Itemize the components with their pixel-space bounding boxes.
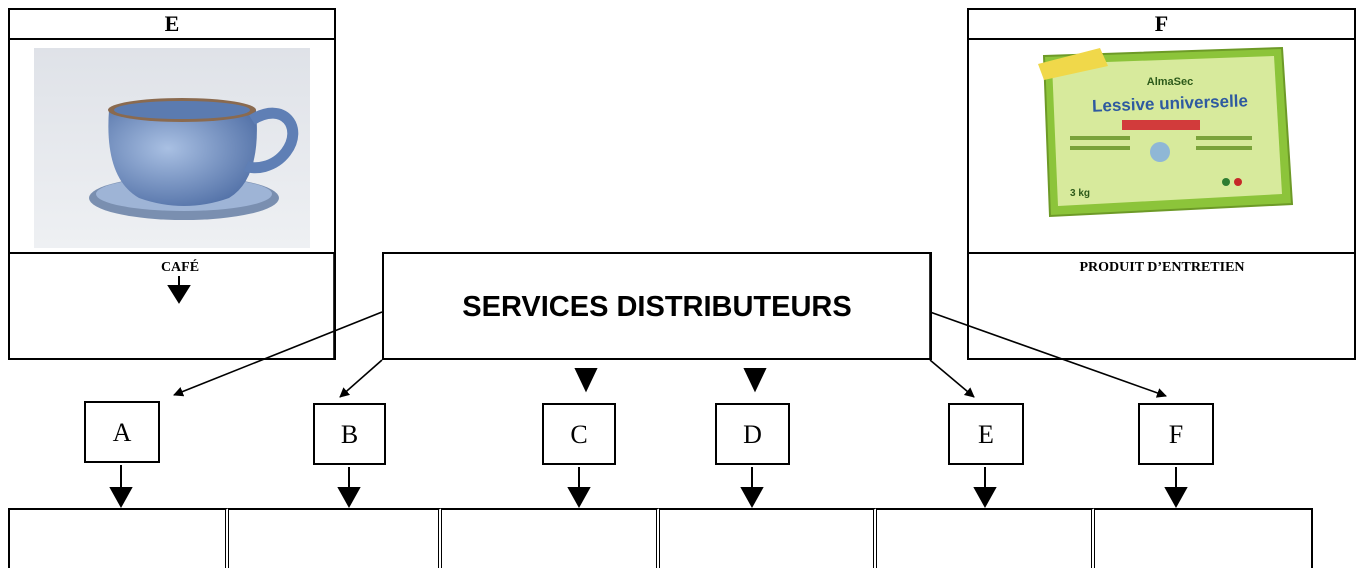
coffee-cup-image <box>34 48 310 248</box>
right-panel-caption: PRODUIT D’ENTRETIEN <box>1079 260 1245 275</box>
box-d: D <box>715 403 790 465</box>
bottom-box-1 <box>8 508 229 568</box>
coffee-cup-icon <box>34 48 310 248</box>
detergent-package-image: AlmaSec Lessive universelle 3 kg <box>1030 44 1300 220</box>
arrow-to-b <box>339 359 383 398</box>
arrow-b-down <box>337 487 361 509</box>
arrow-a-down <box>109 487 133 509</box>
left-panel-header: E <box>164 11 180 36</box>
arrow-f-down <box>1164 487 1188 509</box>
box-c: C <box>542 403 616 465</box>
arrow-to-f <box>929 311 1167 398</box>
arrow-d-down <box>740 487 764 509</box>
bottom-box-2 <box>229 508 442 568</box>
arrow-e-down <box>973 487 997 509</box>
box-b: B <box>313 403 386 465</box>
left-panel-caption: CAFÉ <box>160 260 200 275</box>
box-e: E <box>948 403 1024 465</box>
right-panel-photo-divider <box>967 252 1356 254</box>
box-a: A <box>84 401 160 463</box>
arrow-c-down <box>567 487 591 509</box>
box-f: F <box>1138 403 1214 465</box>
bottom-box-5 <box>877 508 1095 568</box>
package-weight: 3 kg <box>1070 188 1091 199</box>
right-panel-header-divider <box>967 38 1356 40</box>
package-brand: AlmaSec <box>1146 76 1194 88</box>
services-distributeurs-box: SERVICES DISTRIBUTEURS <box>382 252 932 360</box>
bottom-box-4 <box>660 508 877 568</box>
bottom-box-3 <box>442 508 660 568</box>
bottom-box-6 <box>1095 508 1313 568</box>
detergent-package-icon <box>1030 44 1300 220</box>
arrow-to-a <box>173 311 383 397</box>
arrow-cafe-down <box>167 285 191 304</box>
left-panel-photo-divider <box>8 252 336 254</box>
arrow-to-c <box>574 368 598 393</box>
left-panel-header-divider <box>8 38 336 40</box>
right-panel-header: F <box>1154 11 1169 36</box>
arrow-to-d <box>743 368 767 393</box>
arrow-to-e <box>929 359 975 398</box>
